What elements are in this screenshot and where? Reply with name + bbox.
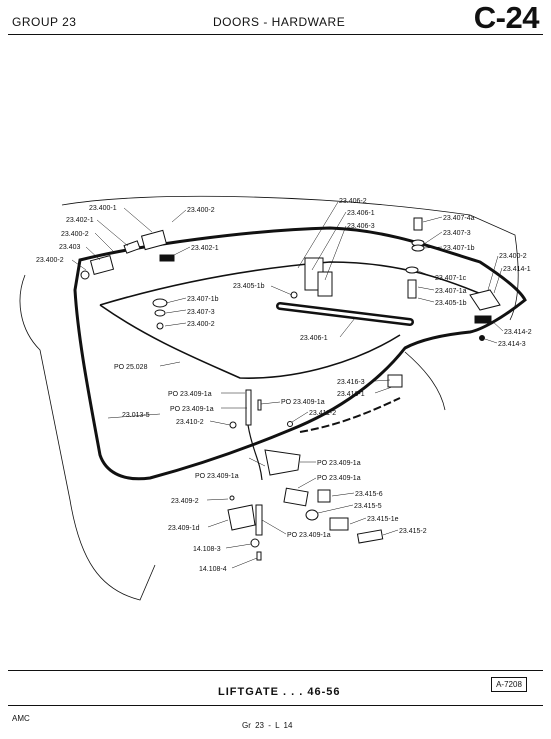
gas-strut xyxy=(276,302,414,326)
part-label: 23.415-1e xyxy=(367,516,399,523)
part-label: 23.414-3 xyxy=(498,341,526,348)
part-label: 23.013-5 xyxy=(122,412,150,419)
weatherstrip-frame xyxy=(73,226,527,481)
part-label: 23.407-3 xyxy=(443,230,471,237)
page-code: C-24 xyxy=(473,0,540,35)
part-label: 14.108-3 xyxy=(193,546,221,553)
figure-reference: A-7208 xyxy=(491,677,527,692)
part-label: 23.416-3 xyxy=(337,379,365,386)
part-label: 23.403 xyxy=(59,244,81,251)
part-label: PO 23.409-1a xyxy=(170,406,214,413)
part-label: 23.400-2 xyxy=(187,207,215,214)
part-label: 23.410-2 xyxy=(176,419,204,426)
part-label: 23.415-5 xyxy=(354,503,382,510)
part-label: PO 23.409-1a xyxy=(287,532,331,539)
part-label: PO 25.028 xyxy=(114,364,148,371)
part-label: 23.400-2 xyxy=(36,257,64,264)
group-heading: GROUP 23 xyxy=(12,15,77,29)
part-label: PO 23.409-1a xyxy=(317,475,361,482)
part-label: 23.406-1 xyxy=(347,210,375,217)
part-label: 23.406-3 xyxy=(347,223,375,230)
header-rule xyxy=(8,34,543,35)
part-label: 23.409-2 xyxy=(171,498,199,505)
part-label: 23.407-1a xyxy=(435,288,467,295)
part-label: 23.402-1 xyxy=(66,217,94,224)
footer-brand: AMC xyxy=(12,714,30,723)
part-label: 23.407-4a xyxy=(443,215,475,222)
body-panel-outline xyxy=(19,195,519,601)
part-label: 14.108-4 xyxy=(199,566,227,573)
part-label: 23.400-1 xyxy=(89,205,117,212)
part-label: PO 23.409-1a xyxy=(195,473,239,480)
part-label: PO 23.409-1a xyxy=(281,399,325,406)
part-labels: 23.400-1 23.400-2 23.402-1 23.400-2 23.4… xyxy=(36,198,532,573)
caption-rule xyxy=(8,670,543,671)
part-label: 23.415-2 xyxy=(399,528,427,535)
part-label: PO 23.409-1a xyxy=(317,460,361,467)
part-label: 23.406-1 xyxy=(300,335,328,342)
part-label: 23.407-1c xyxy=(435,275,467,282)
part-label: 23.411-2 xyxy=(309,410,336,417)
part-label: 23.406-2 xyxy=(339,198,367,205)
section-title: DOORS - HARDWARE xyxy=(213,15,346,29)
part-label: 23.414-1 xyxy=(503,266,531,273)
latch-rod xyxy=(247,424,263,481)
part-label: 23.405-1b xyxy=(435,300,467,307)
part-label: 23.409-1d xyxy=(168,525,200,532)
part-label: 23.416-1 xyxy=(337,391,365,398)
part-label: 23.405-1b xyxy=(233,283,265,290)
part-label: 23.400-2 xyxy=(499,253,527,260)
part-label: 23.400-2 xyxy=(61,231,89,238)
footer-rule xyxy=(8,705,543,706)
part-label: 23.415-6 xyxy=(355,491,383,498)
part-label: 23.407-1b xyxy=(443,245,475,252)
figure-caption: LIFTGATE . . . 46-56 xyxy=(218,686,341,698)
cable xyxy=(299,397,401,433)
part-label: 23.402-1 xyxy=(191,245,219,252)
hardware-parts xyxy=(80,217,501,561)
part-label: PO 23.409-1a xyxy=(168,391,212,398)
leader-lines xyxy=(71,201,504,569)
footer-page-ref: Gr 23 - L 14 xyxy=(242,721,293,730)
part-label: 23.400-2 xyxy=(187,321,215,328)
part-label: 23.407-3 xyxy=(187,309,215,316)
part-label: 23.414-2 xyxy=(504,329,532,336)
part-label: 23.407-1b xyxy=(187,296,219,303)
